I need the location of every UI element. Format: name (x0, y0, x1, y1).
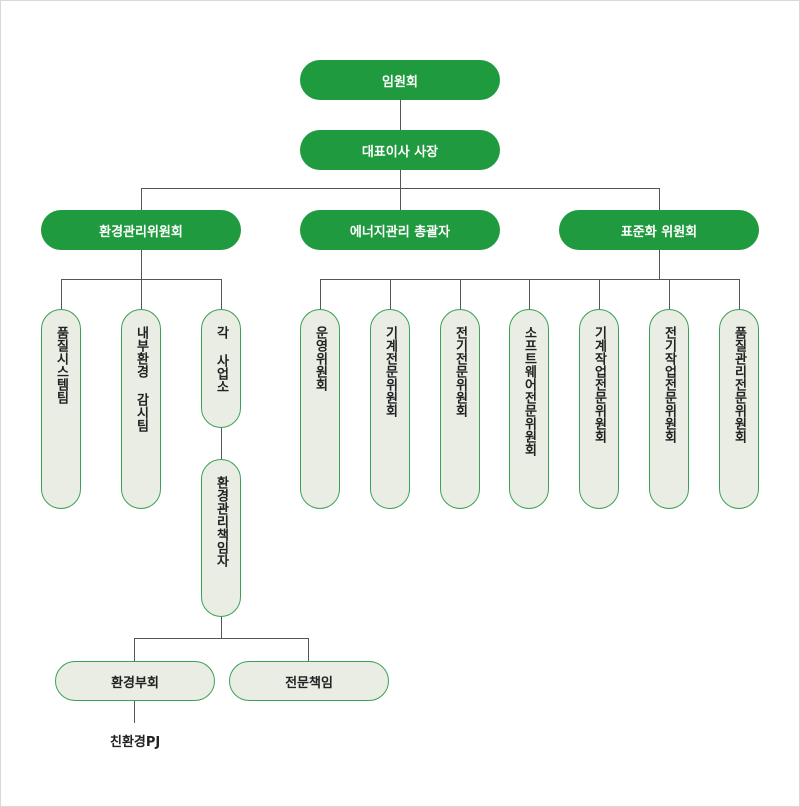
connector (659, 188, 660, 211)
board-label: 임원회 (382, 74, 418, 90)
operation-label: 운영위원회 (312, 326, 328, 391)
ceo-node: 대표이사 사장 (300, 130, 500, 170)
quality-mgmt-label: 품질관리전문위원회 (731, 326, 747, 443)
connector (308, 638, 309, 662)
electrical-label: 전기전문위원회 (452, 326, 468, 417)
quality-system-label: 품질시스템팀 (53, 326, 69, 404)
connector (141, 279, 142, 310)
mechanical-label: 기계전문위원회 (382, 326, 398, 417)
standard-committee-node: 표준화 위원회 (559, 210, 759, 250)
connector (61, 279, 62, 310)
connector (400, 99, 401, 131)
connector (659, 249, 660, 280)
mech-work-label: 기계작업전문위원회 (591, 326, 607, 443)
env-manager-node: 환경관리책임자 (201, 459, 241, 617)
connector (134, 700, 135, 723)
quality-mgmt-node: 품질관리전문위원회 (719, 309, 759, 509)
env-subcommittee-node: 환경부회 (55, 661, 215, 701)
quality-system-node: 품질시스템팀 (41, 309, 81, 509)
mechanical-node: 기계전문위원회 (370, 309, 410, 509)
internal-audit-node: 내부환경 감시팀 (121, 309, 161, 509)
connector (221, 616, 222, 639)
connector (669, 279, 670, 310)
connector (320, 279, 740, 280)
board-node: 임원회 (300, 60, 500, 100)
business-units-label: 각 사업소 (213, 326, 229, 393)
connector (141, 188, 142, 211)
connector (134, 638, 135, 662)
connector (141, 188, 660, 189)
internal-audit-label: 내부환경 감시팀 (133, 326, 149, 432)
connector (599, 279, 600, 310)
standard-committee-label: 표준화 위원회 (620, 224, 698, 240)
env-committee-node: 환경관리위원회 (41, 210, 241, 250)
mech-work-node: 기계작업전문위원회 (579, 309, 619, 509)
expert-manager-label: 전문책임 (285, 675, 333, 691)
env-subcommittee-label: 환경부회 (111, 675, 159, 691)
software-label: 소프트웨어전문위원회 (521, 326, 537, 456)
elec-work-node: 전기작업전문위원회 (649, 309, 689, 509)
software-node: 소프트웨어전문위원회 (509, 309, 549, 509)
business-units-node: 각 사업소 (201, 309, 241, 428)
connector (221, 427, 222, 460)
eco-pj-label: 친환경PJ (110, 735, 161, 750)
env-committee-label: 환경관리위원회 (99, 224, 183, 240)
energy-officer-node: 에너지관리 총괄자 (300, 210, 500, 250)
connector (390, 279, 391, 310)
connector (134, 638, 309, 639)
ceo-label: 대표이사 사장 (361, 144, 439, 160)
connector (221, 279, 222, 310)
connector (460, 279, 461, 310)
connector (400, 169, 401, 211)
connector (739, 279, 740, 310)
elec-work-label: 전기작업전문위원회 (661, 326, 677, 443)
connector (529, 279, 530, 310)
electrical-node: 전기전문위원회 (440, 309, 480, 509)
connector (141, 249, 142, 280)
connector (320, 279, 321, 310)
expert-manager-node: 전문책임 (229, 661, 389, 701)
operation-node: 운영위원회 (300, 309, 340, 509)
env-manager-label: 환경관리책임자 (213, 476, 229, 567)
energy-officer-label: 에너지관리 총괄자 (349, 224, 451, 240)
